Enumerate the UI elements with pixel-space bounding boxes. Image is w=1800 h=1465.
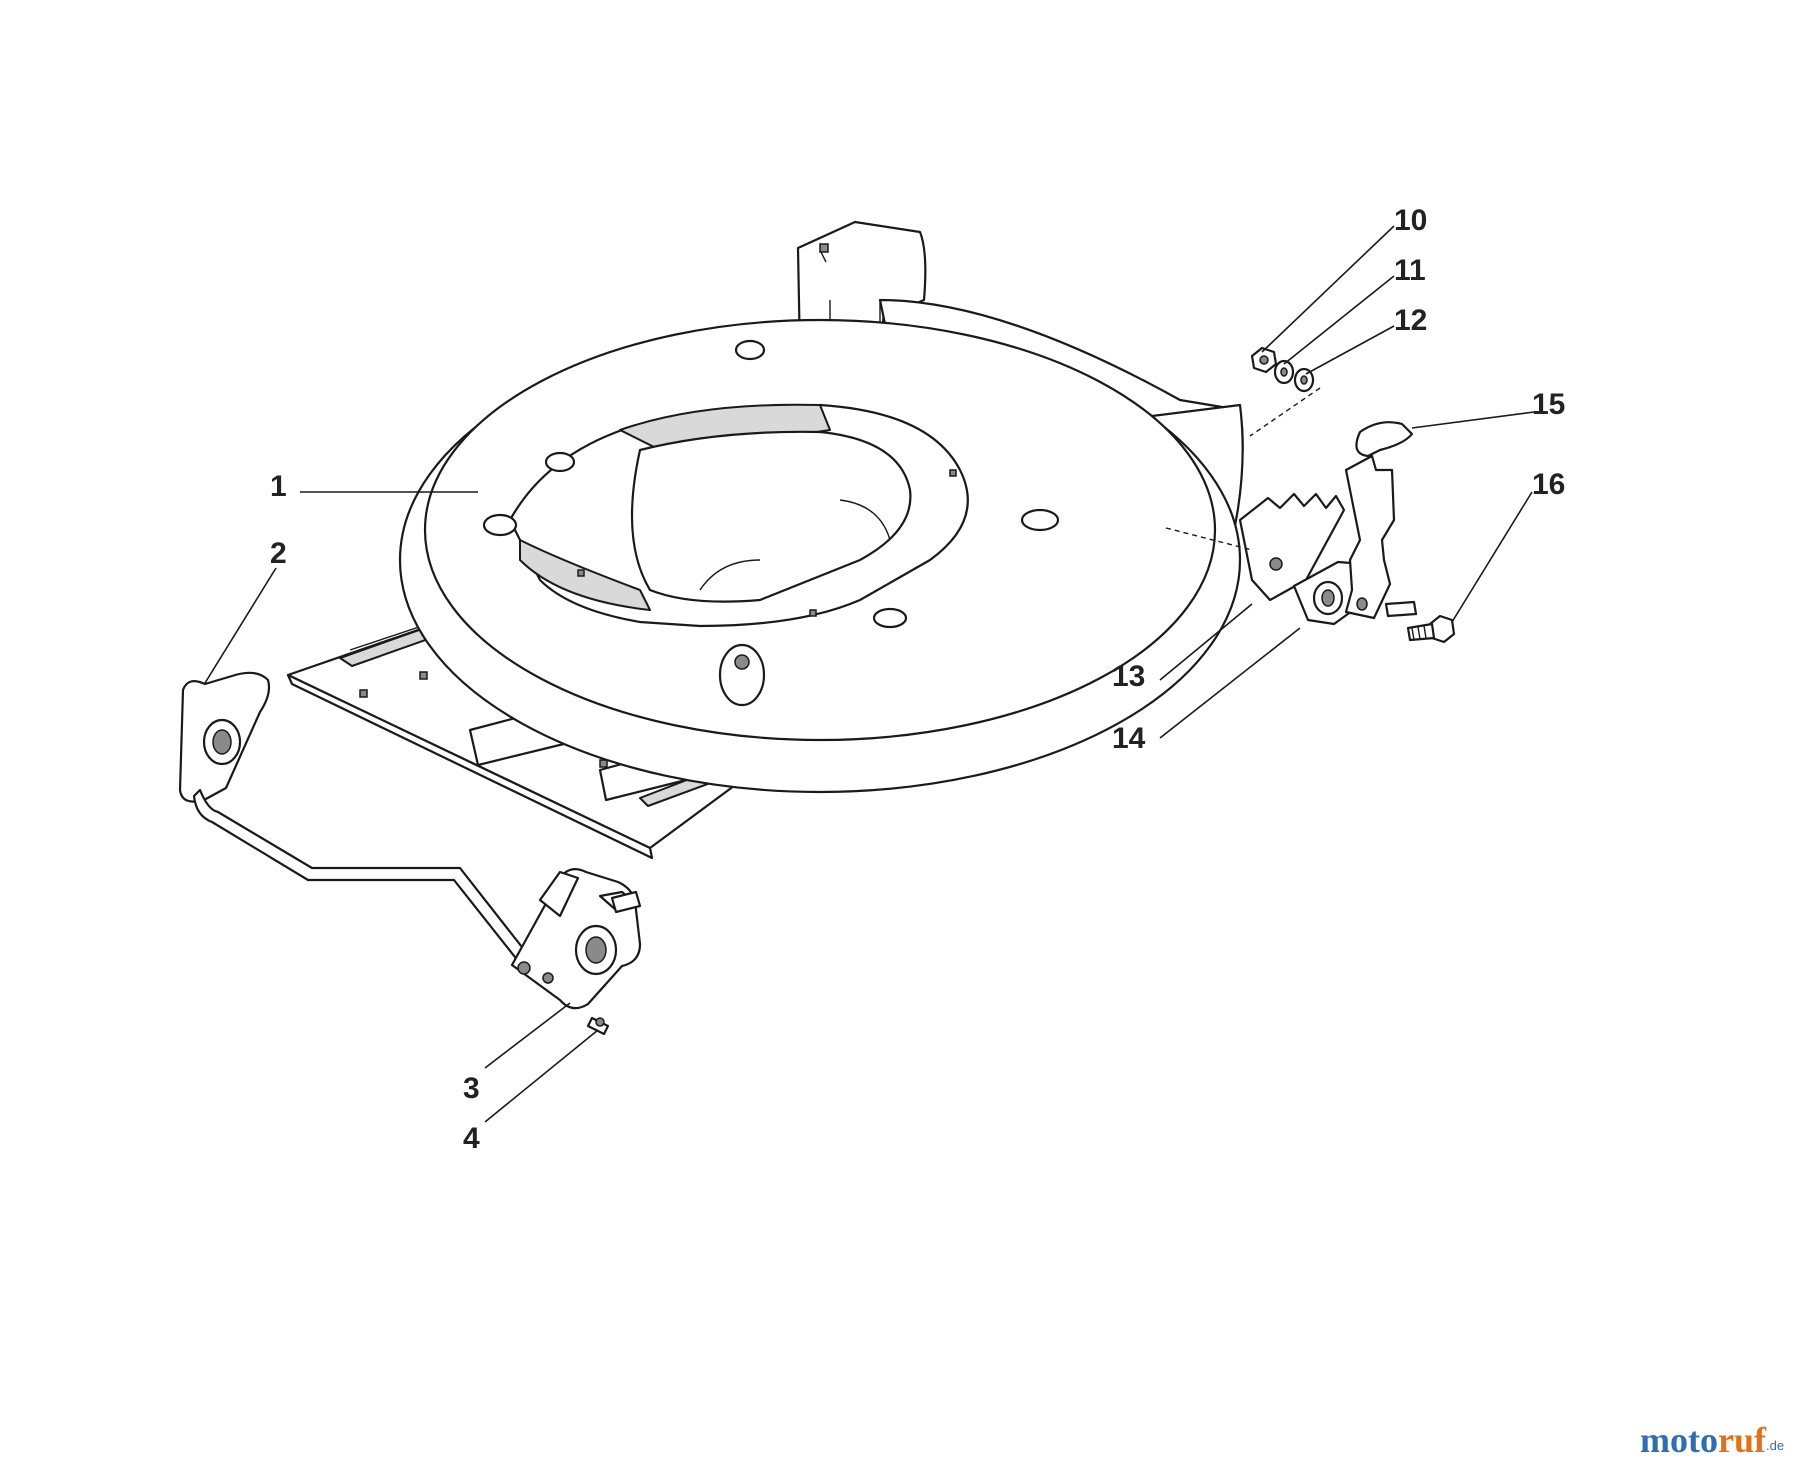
- height-adjust-lever: [1344, 421, 1414, 620]
- callout-16: 16: [1532, 468, 1565, 501]
- height-adjust-plate: [1165, 492, 1346, 602]
- shoulder-bolt: [1406, 614, 1456, 644]
- callout-12: 12: [1394, 304, 1427, 337]
- callout-11: 11: [1394, 254, 1426, 287]
- callout-1: 1: [270, 470, 287, 503]
- callout-14: 14: [1112, 722, 1146, 755]
- front-axle-bar: [178, 671, 538, 978]
- axle-bracket: [510, 867, 642, 1010]
- callout-4: 4: [463, 1122, 480, 1155]
- watermark-logo: motoruf.de: [1640, 1420, 1784, 1460]
- watermark-part-a: moto: [1640, 1420, 1718, 1460]
- watermark-suffix: .de: [1766, 1438, 1784, 1453]
- callout-10: 10: [1394, 204, 1427, 237]
- callout-2: 2: [270, 537, 287, 570]
- leader-lines: [204, 225, 1535, 1123]
- fastener-stack: [1249, 346, 1321, 437]
- washer: [1293, 367, 1315, 393]
- callout-13: 13: [1112, 660, 1145, 693]
- mower-deck: [398, 318, 1242, 794]
- nut: [1250, 346, 1278, 374]
- callout-15: 15: [1532, 388, 1565, 421]
- bracket-screw: [586, 1016, 610, 1036]
- svg-text:motoruf.de: motoruf.de: [1640, 1420, 1784, 1460]
- washer: [1273, 359, 1295, 385]
- watermark-part-b: ruf: [1718, 1420, 1767, 1460]
- callout-3: 3: [463, 1072, 480, 1105]
- callout-labels: 1 2 3 4 10 11 12 13 14 15 16: [270, 204, 1565, 1155]
